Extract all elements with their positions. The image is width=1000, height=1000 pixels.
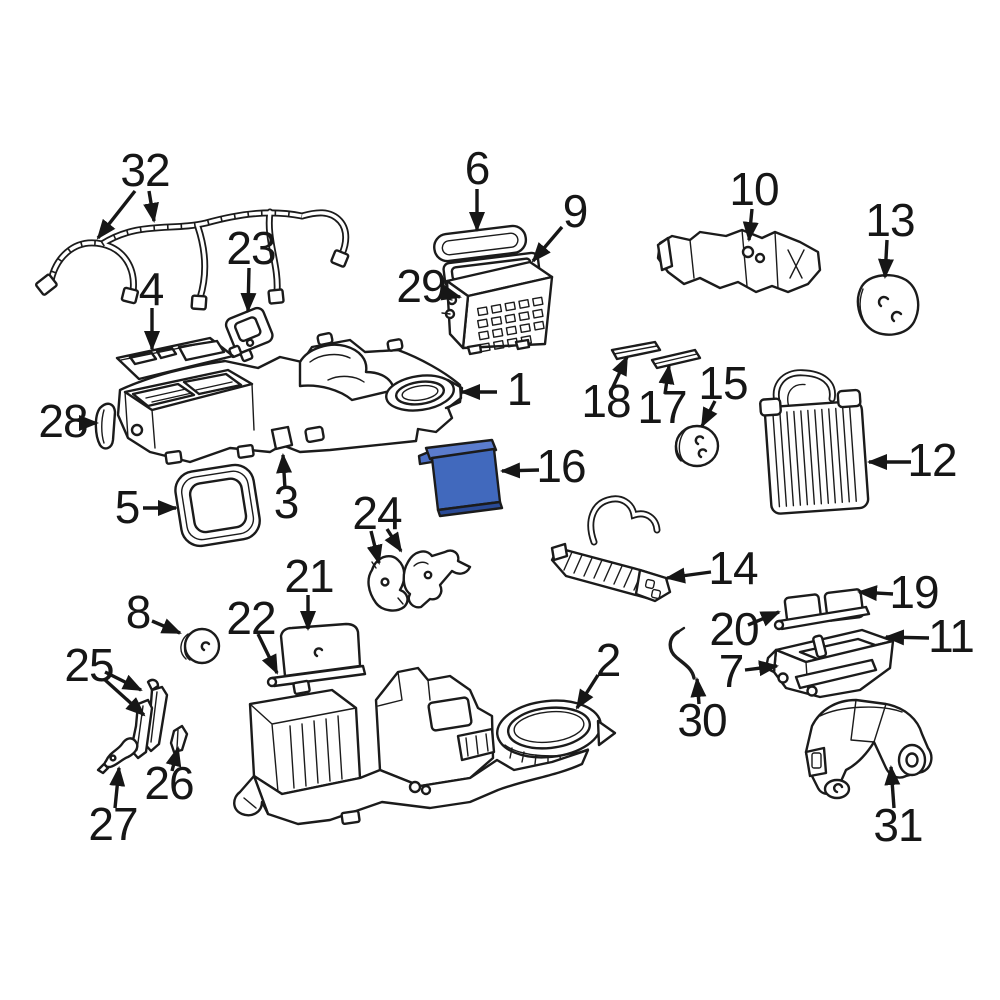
callout-arrow-18: [610, 355, 629, 390]
callout-label-28: 28: [38, 395, 88, 448]
part-15-grommet-drawing: [674, 424, 720, 468]
part-14-heater-core-drawing: [550, 495, 672, 603]
callout-arrow-29: [439, 284, 462, 301]
part-8-grommet-drawing: [180, 627, 221, 665]
part-26-link-drawing: [169, 724, 189, 754]
part-11-7-distribution-box-drawing: [764, 628, 895, 699]
part-23-actuator-drawing: [224, 306, 274, 363]
callout-arrow-2: [575, 674, 600, 710]
part-10-duct-drawing: [656, 228, 822, 294]
callout-arrow-11: [884, 629, 930, 646]
callout-label-19: 19: [889, 566, 939, 619]
callout-label-20: 20: [709, 603, 759, 656]
part-16-highlighted-panel-drawing: [417, 438, 504, 518]
callout-label-16: 16: [536, 440, 586, 493]
callout-arrow-3: [276, 453, 293, 490]
callout-arrow-32: [143, 190, 159, 223]
callout-arrow-25: [104, 670, 143, 692]
callout-arrow-31: [884, 765, 901, 809]
callout-label-25: 25: [64, 639, 114, 692]
callout-arrow-25: [102, 677, 146, 717]
part-4-cover-drawing: [115, 336, 235, 381]
callout-arrow-24: [384, 528, 403, 553]
callout-label-21: 21: [284, 550, 334, 603]
part-32-wiring-harness-drawing: [34, 208, 350, 311]
part-31-floor-duct-drawing: [804, 698, 933, 800]
callout-arrow-26: [165, 746, 182, 772]
callout-arrow-7: [744, 660, 779, 677]
callout-label-27: 27: [88, 798, 138, 851]
part-17-lever-drawing: [650, 348, 702, 370]
callout-arrow-32: [96, 189, 137, 240]
callout-arrow-17: [658, 364, 675, 395]
callout-label-31: 31: [873, 799, 923, 852]
part-12-evaporator-core-drawing: [759, 369, 870, 515]
callout-arrow-30: [690, 677, 707, 705]
callout-arrow-23: [240, 267, 257, 313]
part-5-seal-drawing: [174, 463, 261, 548]
callout-label-29: 29: [396, 260, 446, 313]
callout-label-14: 14: [708, 542, 758, 595]
callout-label-30: 30: [677, 694, 727, 747]
callout-label-22: 22: [226, 592, 276, 645]
callout-label-8: 8: [125, 586, 152, 639]
callout-label-23: 23: [226, 222, 276, 275]
callout-arrow-8: [151, 618, 182, 635]
callout-label-7: 7: [718, 645, 745, 698]
callout-label-26: 26: [144, 757, 194, 810]
part-22-shaft-drawing: [266, 664, 367, 688]
callout-label-10: 10: [729, 163, 779, 216]
callout-arrows-layer: [79, 189, 930, 809]
callout-arrow-14: [665, 567, 712, 584]
callout-label-12: 12: [907, 434, 957, 487]
callout-label-11: 11: [928, 610, 975, 663]
callout-label-15: 15: [698, 357, 748, 410]
callout-arrow-27: [109, 766, 126, 809]
callout-label-18: 18: [581, 375, 631, 428]
callout-arrow-9: [531, 225, 564, 263]
callout-arrow-13: [877, 239, 894, 279]
callout-arrow-22: [256, 633, 279, 675]
part-30-rod-drawing: [668, 626, 696, 680]
part-29-evaporator-case-drawing: [441, 260, 554, 356]
part-19-20-doors-drawing: [773, 588, 871, 631]
callout-label-17: 17: [637, 381, 687, 434]
callout-label-4: 4: [138, 263, 165, 316]
callout-label-13: 13: [865, 194, 915, 247]
part-28-clip-drawing: [94, 402, 117, 450]
callout-arrow-15: [700, 400, 718, 428]
callout-label-5: 5: [114, 481, 141, 534]
callout-arrow-20: [747, 610, 781, 627]
callout-arrow-19: [857, 585, 894, 602]
part-13-grommet-drawing: [856, 274, 920, 336]
callout-arrow-16: [500, 462, 540, 479]
callout-label-1: 1: [506, 363, 533, 416]
callout-arrow-10: [742, 208, 759, 242]
part-1-3-main-case-drawing: [116, 332, 464, 465]
callout-arrow-24: [366, 530, 383, 565]
callout-label-3: 3: [273, 476, 300, 529]
callout-label-9: 9: [562, 185, 589, 238]
callout-label-24: 24: [352, 487, 402, 540]
part-21-door-drawing: [279, 622, 362, 678]
callout-label-2: 2: [595, 634, 622, 687]
callout-label-32: 32: [120, 144, 170, 197]
callout-label-6: 6: [464, 142, 491, 195]
part-18-lever-drawing: [610, 340, 662, 361]
part-2-lower-case-drawing: [233, 666, 617, 826]
part-27-bracket-drawing: [96, 737, 139, 775]
part-24-actuators-drawing: [367, 549, 472, 612]
